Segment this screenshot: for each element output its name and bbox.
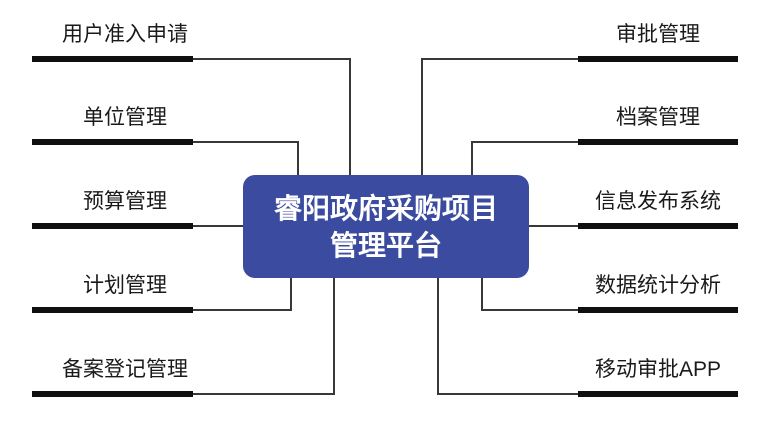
center-title-line1: 睿阳政府采购项目 xyxy=(273,192,498,224)
branch-underline-bar xyxy=(32,223,193,229)
connector-line xyxy=(193,309,292,311)
connector-line xyxy=(437,393,578,395)
branch-underline-bar xyxy=(578,391,738,397)
connector-line xyxy=(528,225,578,227)
connector-line xyxy=(193,58,351,60)
center-node: 睿阳政府采购项目 管理平台 xyxy=(243,175,529,278)
branch-label-filing-registration-management: 备案登记管理 xyxy=(62,358,188,381)
branch-label-archive-management: 档案管理 xyxy=(616,106,700,129)
branch-label-unit-management: 单位管理 xyxy=(83,106,167,129)
connector-line xyxy=(471,141,578,143)
branch-label-plan-management: 计划管理 xyxy=(83,274,167,297)
branch-underline-bar xyxy=(32,391,193,397)
branch-underline-bar xyxy=(578,307,738,313)
connector-line xyxy=(193,225,245,227)
branch-label-user-access-application: 用户准入申请 xyxy=(62,23,188,46)
branch-label-information-release-system: 信息发布系统 xyxy=(595,190,721,213)
connector-line xyxy=(290,277,292,311)
connector-line xyxy=(333,277,335,395)
connector-line xyxy=(481,309,578,311)
connector-line xyxy=(193,393,335,395)
branch-label-budget-management: 预算管理 xyxy=(83,190,167,213)
branch-underline-bar xyxy=(32,56,193,62)
branch-underline-bar xyxy=(32,139,193,145)
connector-line xyxy=(481,277,483,311)
connector-line xyxy=(421,58,423,176)
connector-line xyxy=(349,58,351,176)
connector-line xyxy=(193,141,299,143)
branch-label-mobile-approval-app: 移动审批APP xyxy=(594,358,722,381)
connector-line xyxy=(297,141,299,176)
branch-underline-bar xyxy=(578,223,738,229)
branch-label-approval-management: 审批管理 xyxy=(616,23,700,46)
center-title-line2: 管理平台 xyxy=(329,229,442,261)
connector-line xyxy=(437,277,439,395)
connector-line xyxy=(471,141,473,176)
branch-label-data-statistics-analysis: 数据统计分析 xyxy=(595,274,721,297)
branch-underline-bar xyxy=(578,139,738,145)
branch-underline-bar xyxy=(32,307,193,313)
branch-underline-bar xyxy=(578,56,738,62)
connector-line xyxy=(421,58,578,60)
